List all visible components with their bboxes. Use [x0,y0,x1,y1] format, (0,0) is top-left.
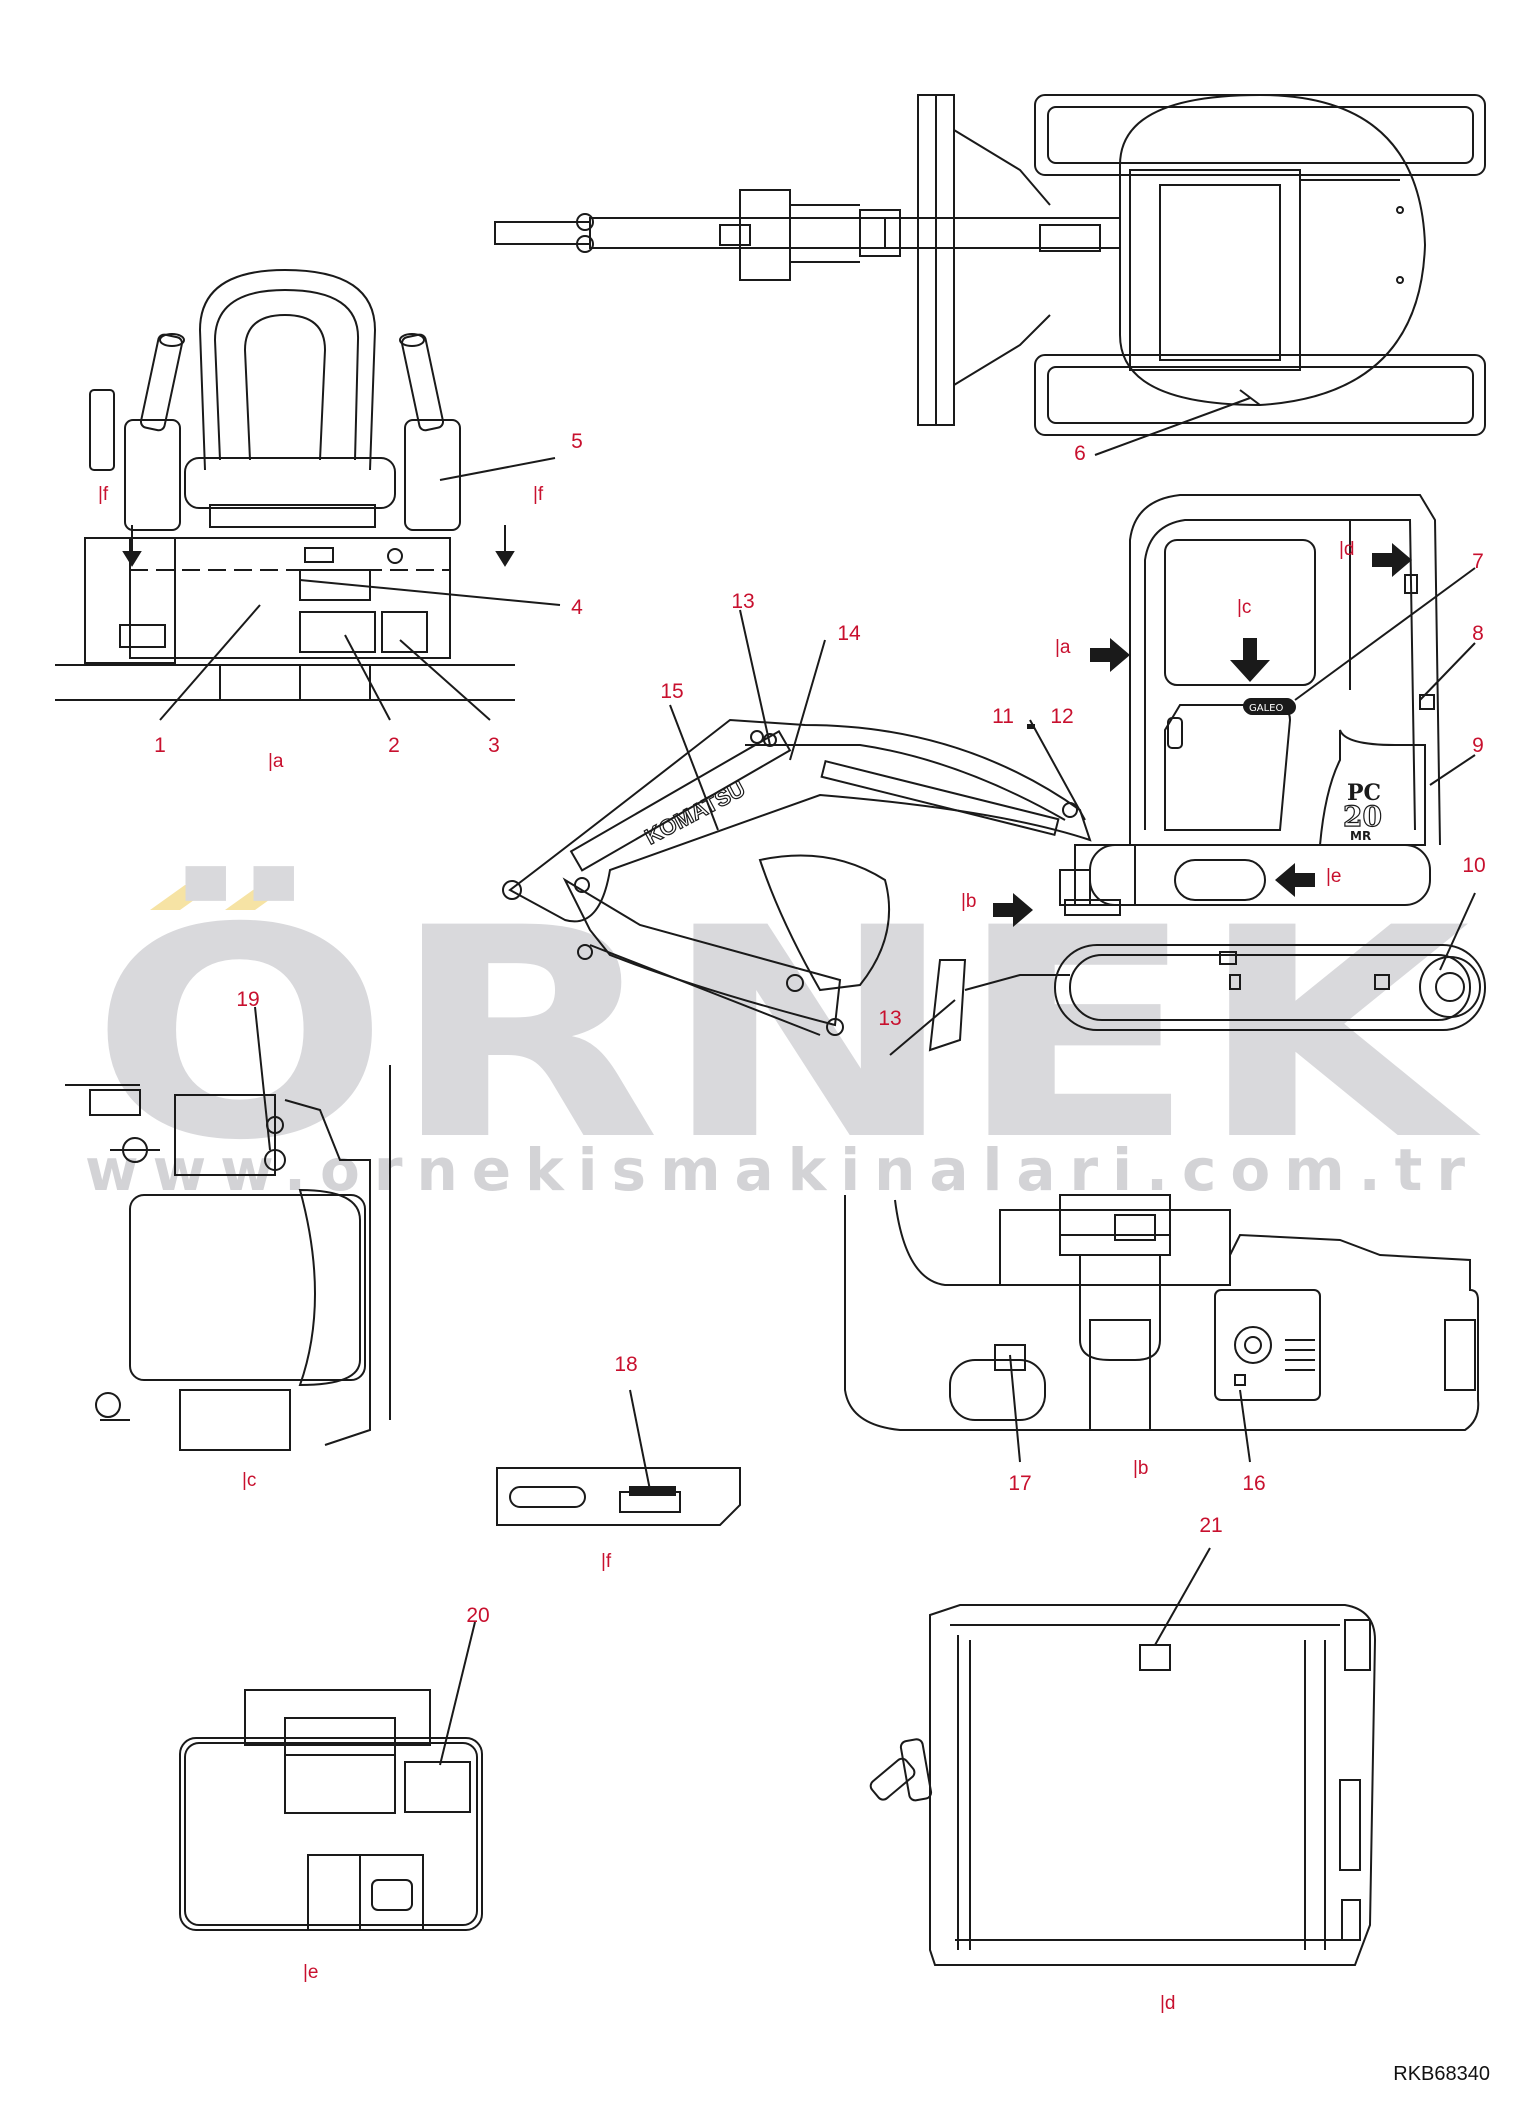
view-f-drawing [496,1467,741,1526]
top-plan-view [494,93,1486,436]
model-suffix: MR [1350,829,1371,843]
callout-13-top: 13 [731,590,754,613]
view-label-b-side: |b [961,891,977,912]
callout-5: 5 [571,430,583,453]
callout-14: 14 [837,622,861,645]
view-label-e-side: |e [1326,866,1342,887]
callout-1: 1 [154,734,166,757]
view-b-drawing [844,1194,1480,1431]
view-e-drawing [179,1689,483,1931]
callout-6: 6 [1074,442,1086,465]
callout-12: 12 [1050,705,1073,728]
boom-brand: KOMATSU [641,776,750,850]
figure-code: RKB68340 [1393,2063,1490,2085]
callout-9: 9 [1472,734,1484,757]
callout-4: 4 [571,596,583,619]
view-label-e: |e [303,1962,319,1983]
watermark-brand: ÖRNEK [90,863,1483,1204]
callout-21: 21 [1199,1514,1222,1537]
view-label-f-left: |f [98,484,109,505]
callout-numbers: 1 2 3 4 5 6 7 8 9 10 11 12 13 13 14 15 1… [154,430,1486,1627]
view-label-f-right: |f [533,484,544,505]
model-pc: PC [1347,780,1381,806]
seat-front-view [55,268,515,701]
galeo-plate: GALEO [1249,703,1283,714]
callout-17: 17 [1008,1472,1031,1495]
view-label-c: |c [242,1470,256,1491]
view-label-a-side: |a [1055,637,1071,658]
callout-18: 18 [614,1353,637,1376]
callout-11: 11 [992,705,1014,728]
callout-15: 15 [660,680,683,703]
callout-7: 7 [1472,550,1484,573]
callout-13-bottom: 13 [878,1007,901,1030]
view-label-d: |d [1160,1993,1176,2014]
view-labels: |a |f |f |d |c |a |e |b |c |b |f |e |d [98,484,1355,2014]
callout-19: 19 [236,988,259,1011]
callout-16: 16 [1242,1472,1265,1495]
view-label-a-seat: |a [268,751,284,772]
model-number: 20 [1343,800,1382,833]
leader-lines [159,397,1476,1766]
view-d-drawing [869,1604,1377,1966]
callout-10: 10 [1462,854,1485,877]
watermark-umlaut-left [150,885,215,910]
model-plate: PC 20 MR [1342,780,1382,843]
view-label-f: |f [601,1551,612,1572]
watermark: ÖRNEK www.ornekismakinalari.com.tr [85,863,1483,1204]
view-label-c-side: |c [1237,597,1251,618]
callout-8: 8 [1472,622,1484,645]
callout-3: 3 [488,734,500,757]
callout-20: 20 [466,1604,489,1627]
callout-2: 2 [388,734,400,757]
view-c-drawing [65,1065,391,1451]
view-label-d-side: |d [1339,539,1355,560]
watermark-umlaut-right [225,885,290,910]
view-label-b: |b [1133,1458,1149,1479]
callout-11-12-dash [1027,724,1035,729]
